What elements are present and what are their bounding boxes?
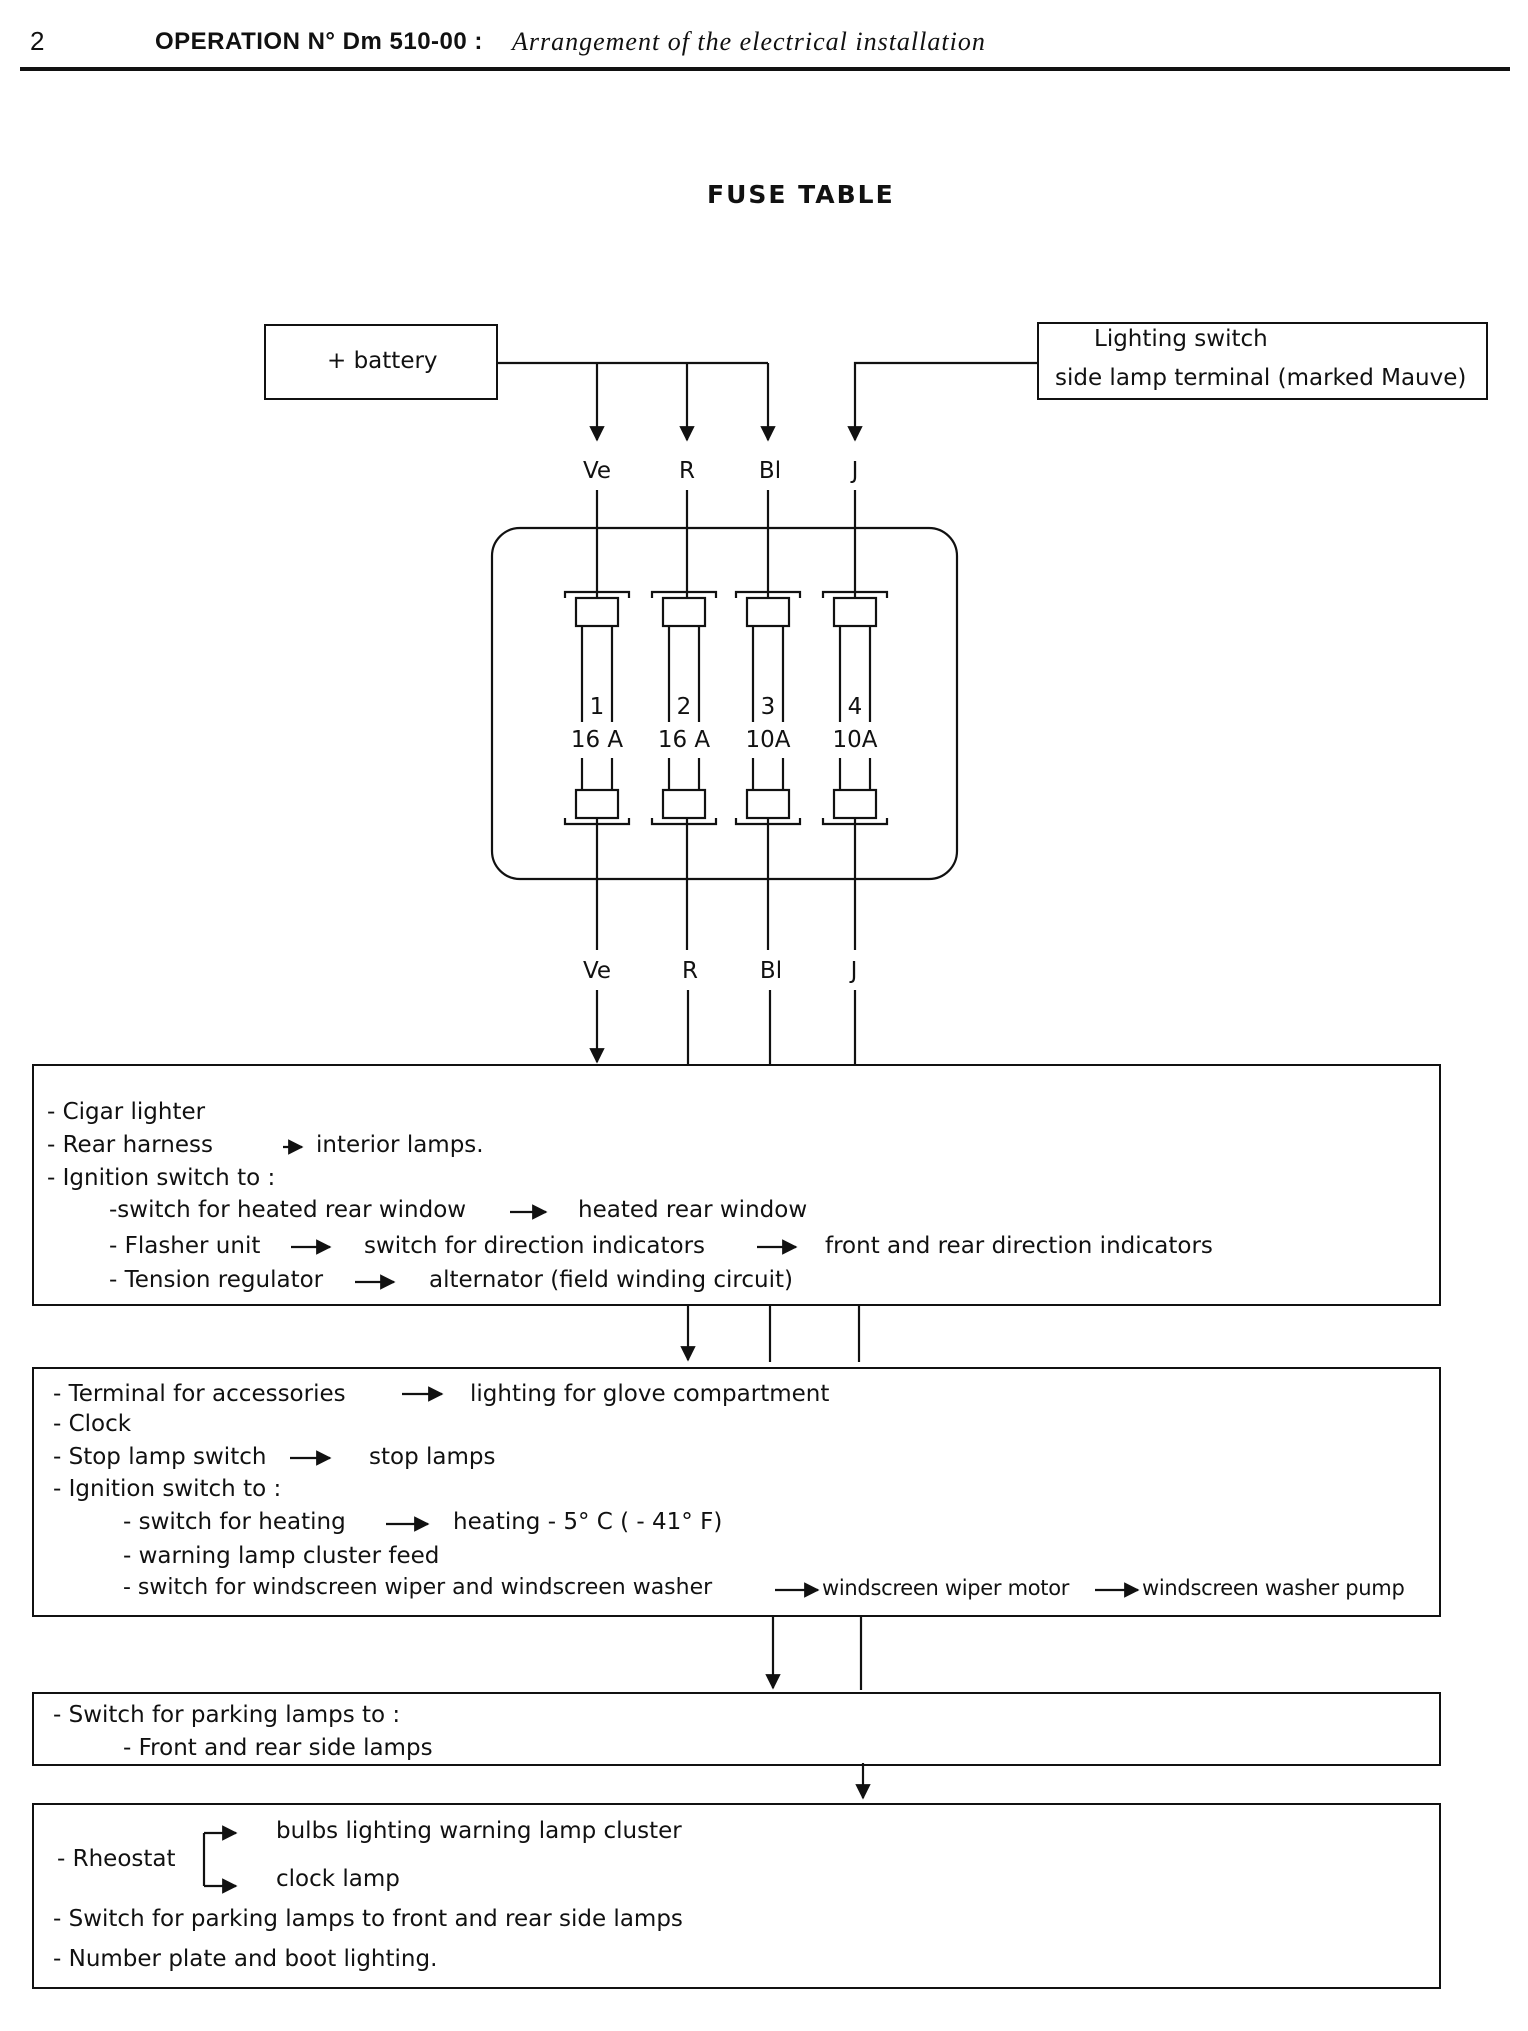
lighting-switch-box xyxy=(1037,322,1488,400)
fuse-2 xyxy=(650,590,718,826)
fuse-2-number: 2 xyxy=(676,694,692,720)
page-number: 2 xyxy=(30,26,45,56)
block1-line3: - Ignition switch to : xyxy=(47,1165,276,1191)
block1-line5b: switch for direction indicators xyxy=(364,1233,706,1259)
battery-label: + battery xyxy=(327,348,438,374)
wire-label-bl-bottom: Bl xyxy=(759,958,783,984)
lighting-switch-label: Lighting switch xyxy=(1094,326,1268,352)
block1-line5a: - Flasher unit xyxy=(109,1233,261,1259)
block2-line1b: lighting for glove compartment xyxy=(470,1381,830,1407)
block1-line4b: heated rear window xyxy=(578,1197,808,1223)
fuse-3-number: 3 xyxy=(760,694,776,720)
circuit-block-4 xyxy=(32,1803,1441,1989)
block1-line5c: front and rear direction indicators xyxy=(825,1233,1213,1259)
wire-label-r-top: R xyxy=(679,458,695,484)
block2-line7c: windscreen washer pump xyxy=(1142,1576,1405,1600)
diagram-title: FUSE TABLE xyxy=(707,180,895,209)
wire-label-j-top: J xyxy=(851,458,859,484)
operation-subtitle: Arrangement of the electrical installati… xyxy=(512,27,986,56)
block4-line3: - Switch for parking lamps to front and … xyxy=(53,1906,683,1932)
block2-line7a: - switch for windscreen wiper and windsc… xyxy=(123,1575,713,1600)
fuse-3-rating: 10A xyxy=(745,727,791,753)
block2-line2: - Clock xyxy=(53,1411,132,1437)
wire-label-ve-bottom: Ve xyxy=(582,958,612,984)
fuse-1-rating: 16 A xyxy=(570,727,624,753)
block1-line2a: - Rear harness xyxy=(47,1132,213,1158)
fuse-1-number: 1 xyxy=(589,694,605,720)
circuit-block-1 xyxy=(32,1064,1441,1306)
block1-line6a: - Tension regulator xyxy=(109,1267,324,1293)
battery-box xyxy=(264,324,498,400)
operation-title: OPERATION N° Dm 510-00 : xyxy=(155,28,483,55)
block4-rheostat-out2: clock lamp xyxy=(276,1866,400,1892)
block1-line6b: alternator (field winding circuit) xyxy=(429,1267,793,1293)
side-lamp-terminal-label: side lamp terminal (marked Mauve) xyxy=(1055,365,1467,391)
wire-label-bl-top: Bl xyxy=(758,458,782,484)
block3-line2: - Front and rear side lamps xyxy=(123,1735,433,1761)
wire-label-ve-top: Ve xyxy=(582,458,612,484)
block2-line1a: - Terminal for accessories xyxy=(53,1381,346,1407)
fuse-4-rating: 10A xyxy=(832,727,878,753)
block2-line3b: stop lamps xyxy=(369,1444,496,1470)
block3-line1: - Switch for parking lamps to : xyxy=(53,1702,401,1728)
block2-line3a: - Stop lamp switch xyxy=(53,1444,267,1470)
fuse-2-rating: 16 A xyxy=(657,727,711,753)
fuse-4-number: 4 xyxy=(847,694,863,720)
circuit-block-2 xyxy=(32,1367,1441,1617)
block2-line6: - warning lamp cluster feed xyxy=(123,1543,440,1569)
wire-label-r-bottom: R xyxy=(682,958,698,984)
block2-line5a: - switch for heating xyxy=(123,1509,346,1535)
block2-line4: - Ignition switch to : xyxy=(53,1476,282,1502)
block4-line4: - Number plate and boot lighting. xyxy=(53,1946,438,1972)
lighting-feed-line xyxy=(847,361,1038,442)
block1-line2b: interior lamps. xyxy=(316,1132,484,1158)
block1-line1: - Cigar lighter xyxy=(47,1099,206,1125)
block1-line4a: -switch for heated rear window xyxy=(109,1197,467,1223)
header-rule xyxy=(20,67,1510,71)
fuse-box xyxy=(490,526,959,881)
block4-rheostat-out1: bulbs lighting warning lamp cluster xyxy=(276,1818,682,1844)
block2-line5b: heating - 5° C ( - 41° F) xyxy=(453,1509,723,1535)
block2-line7b: windscreen wiper motor xyxy=(822,1576,1070,1600)
block4-rheostat: - Rheostat xyxy=(57,1846,176,1872)
circuit-block-3 xyxy=(32,1692,1441,1766)
wire-label-j-bottom: J xyxy=(850,958,858,984)
